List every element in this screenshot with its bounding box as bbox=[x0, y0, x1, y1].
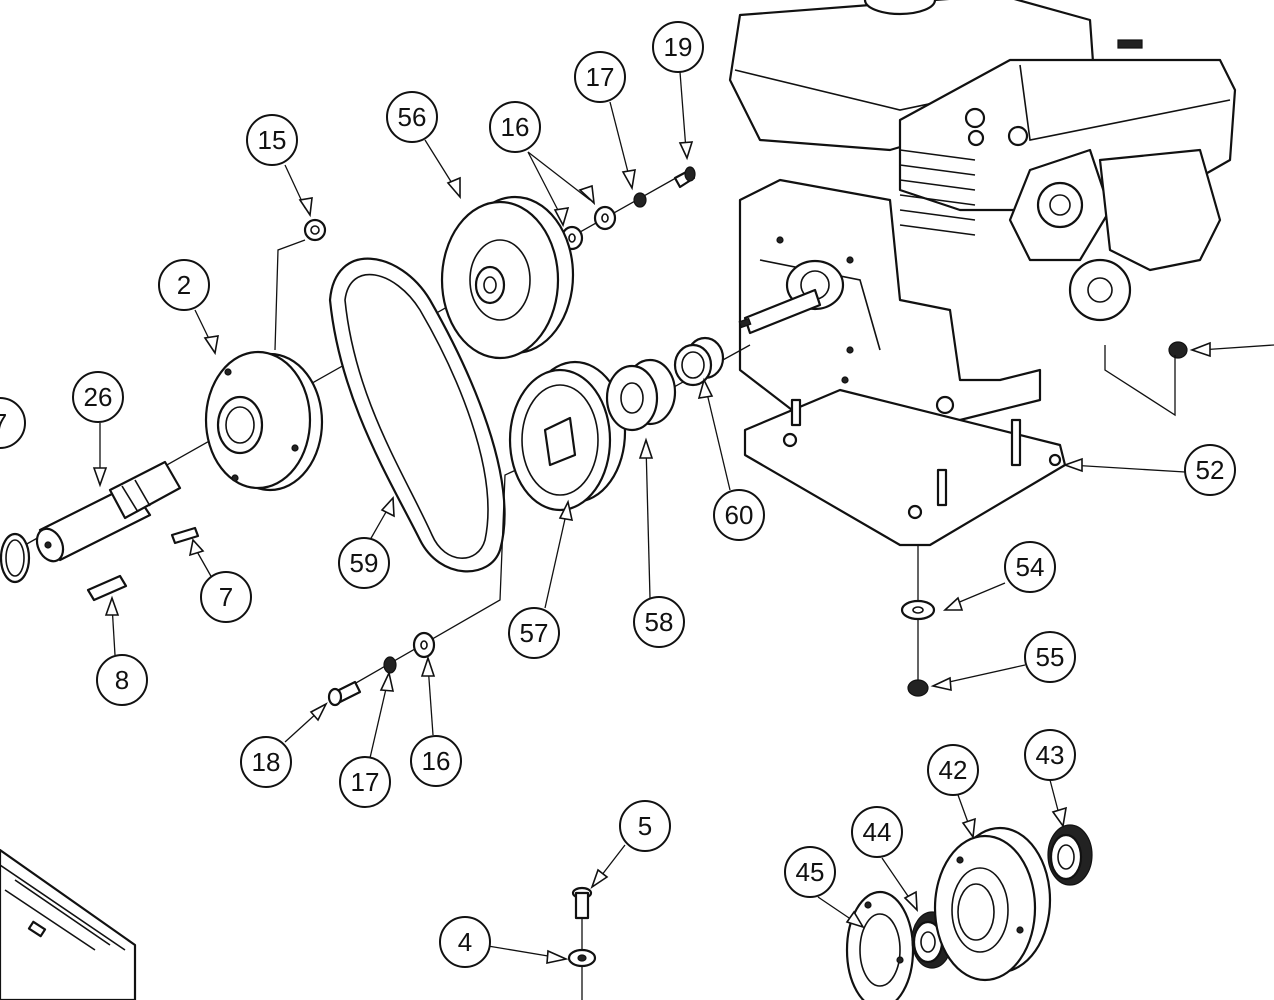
spacer-60 bbox=[673, 336, 725, 387]
nut-15 bbox=[303, 218, 327, 242]
base-plate-52 bbox=[743, 388, 1067, 547]
bolt-18 bbox=[327, 680, 362, 707]
callout-5: 5 bbox=[619, 800, 671, 852]
key-7 bbox=[170, 526, 200, 545]
callout-45: 45 bbox=[784, 846, 836, 898]
callout-7: 7 bbox=[200, 571, 252, 623]
callout-52-label: 52 bbox=[1196, 455, 1225, 485]
seal-43 bbox=[1047, 824, 1093, 886]
callout-19: 19 bbox=[652, 21, 704, 73]
callout-8-label: 8 bbox=[115, 665, 129, 695]
callout-17-upper-label: 17 bbox=[586, 62, 615, 92]
bearing-44 bbox=[911, 911, 953, 969]
callout-58: 58 bbox=[633, 596, 685, 648]
leader-arrows bbox=[92, 71, 1274, 965]
callout-54: 54 bbox=[1004, 541, 1056, 593]
callout-56: 56 bbox=[386, 91, 438, 143]
callout-54-label: 54 bbox=[1016, 552, 1045, 582]
callout-42: 42 bbox=[927, 744, 979, 796]
v-belt-59 bbox=[328, 257, 506, 573]
callout-8: 8 bbox=[96, 654, 148, 706]
shaft-26 bbox=[35, 460, 182, 563]
callout-17-lower: 17 bbox=[339, 756, 391, 808]
callout-16-lower: 16 bbox=[410, 735, 462, 787]
callout-18-label: 18 bbox=[252, 747, 281, 777]
callout-15: 15 bbox=[246, 114, 298, 166]
callout-55: 55 bbox=[1024, 631, 1076, 683]
callout-59: 59 bbox=[338, 537, 390, 589]
callout-26-label: 26 bbox=[84, 382, 113, 412]
taper-bushing-58 bbox=[605, 358, 677, 432]
callout-17-lower-label: 17 bbox=[351, 767, 380, 797]
callout-19-label: 19 bbox=[664, 32, 693, 62]
callout-43: 43 bbox=[1024, 729, 1076, 781]
washer-4 bbox=[567, 948, 597, 968]
callout-18: 18 bbox=[240, 736, 292, 788]
callout-2: 2 bbox=[158, 259, 210, 311]
callout-45-label: 45 bbox=[796, 857, 825, 887]
callout-7-left-label: 7 bbox=[0, 408, 7, 438]
gasket-45 bbox=[845, 890, 915, 1000]
callout-16-lower-label: 16 bbox=[422, 746, 451, 776]
callout-44-label: 44 bbox=[863, 817, 892, 847]
callout-60-label: 60 bbox=[725, 500, 754, 530]
callout-60: 60 bbox=[713, 489, 765, 541]
nut-55 bbox=[907, 679, 929, 697]
callout-57: 57 bbox=[508, 607, 560, 659]
engine bbox=[728, 0, 1237, 472]
callout-44: 44 bbox=[851, 806, 903, 858]
callout-16-upper: 16 bbox=[489, 101, 541, 153]
bolt-19 bbox=[673, 166, 696, 189]
washer-54 bbox=[900, 545, 936, 690]
callout-7-left: 7 bbox=[0, 397, 26, 449]
callout-7-label: 7 bbox=[219, 582, 233, 612]
flat-washer-16-upper bbox=[560, 205, 617, 251]
callout-2-label: 2 bbox=[177, 270, 191, 300]
callout-57-label: 57 bbox=[520, 618, 549, 648]
pulley-56 bbox=[440, 195, 575, 360]
pulley-57 bbox=[508, 360, 627, 512]
flange-bearing-2 bbox=[204, 239, 324, 492]
flat-washer-16-lower bbox=[412, 631, 436, 659]
callout-55-label: 55 bbox=[1036, 642, 1065, 672]
callout-15-label: 15 bbox=[258, 125, 287, 155]
callout-26: 26 bbox=[72, 371, 124, 423]
engine-mount-nut bbox=[1104, 341, 1188, 417]
callout-17-upper: 17 bbox=[574, 51, 626, 103]
callout-5-label: 5 bbox=[638, 811, 652, 841]
callout-16-upper-label: 16 bbox=[501, 112, 530, 142]
callout-56-label: 56 bbox=[398, 102, 427, 132]
callout-4: 4 bbox=[439, 916, 491, 968]
lock-washer-17-lower bbox=[383, 656, 397, 674]
callout-59-label: 59 bbox=[350, 548, 379, 578]
bearing-housing-42 bbox=[933, 826, 1052, 982]
retaining-ring bbox=[0, 532, 31, 584]
pad-assembly bbox=[0, 848, 137, 1000]
callout-43-label: 43 bbox=[1036, 740, 1065, 770]
lock-washer-17-upper bbox=[633, 192, 647, 208]
callout-42-label: 42 bbox=[939, 755, 968, 785]
bolt-5 bbox=[571, 886, 593, 1000]
callout-52: 52 bbox=[1184, 444, 1236, 496]
callout-4-label: 4 bbox=[458, 927, 472, 957]
callout-58-label: 58 bbox=[645, 607, 674, 637]
key-8 bbox=[86, 574, 128, 602]
